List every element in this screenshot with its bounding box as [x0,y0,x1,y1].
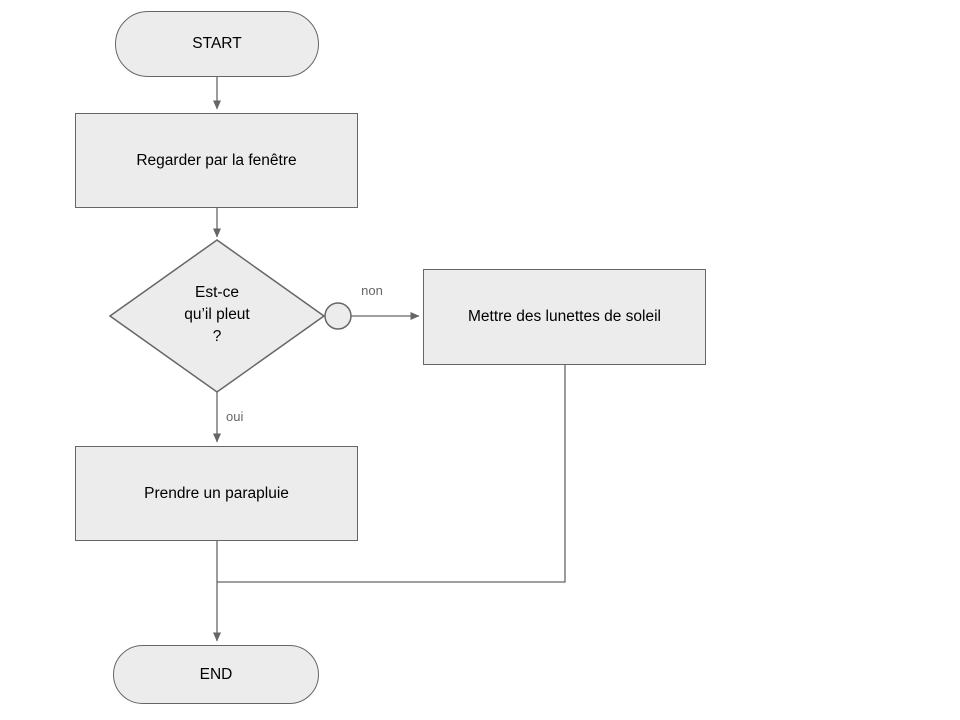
end-node: END [113,645,319,704]
process-node-look-out-window: Regarder par la fenêtre [75,113,358,208]
decision-label-line2: qu’il pleut [184,306,250,323]
process-node-sunglasses: Mettre des lunettes de soleil [423,269,706,365]
start-node-label: START [192,35,242,52]
process-node-label: Mettre des lunettes de soleil [468,308,661,325]
edge-label-non: non [361,283,383,298]
process-node-label: Regarder par la fenêtre [136,151,297,169]
start-node: START [115,11,319,77]
process-node-label: Prendre un parapluie [144,484,289,502]
decision-diamond [108,239,326,393]
end-node-label: END [199,665,233,683]
decision-node-label: Est-ce qu’il pleut ? [117,282,317,348]
edge-sunglasses-merge [217,365,566,583]
decision-junction-circle [324,302,352,330]
decision-label-line3: ? [212,328,222,345]
process-node-umbrella: Prendre un parapluie [75,446,358,541]
edge-label-oui: oui [226,409,244,424]
decision-label-line1: Est-ce [195,284,239,301]
